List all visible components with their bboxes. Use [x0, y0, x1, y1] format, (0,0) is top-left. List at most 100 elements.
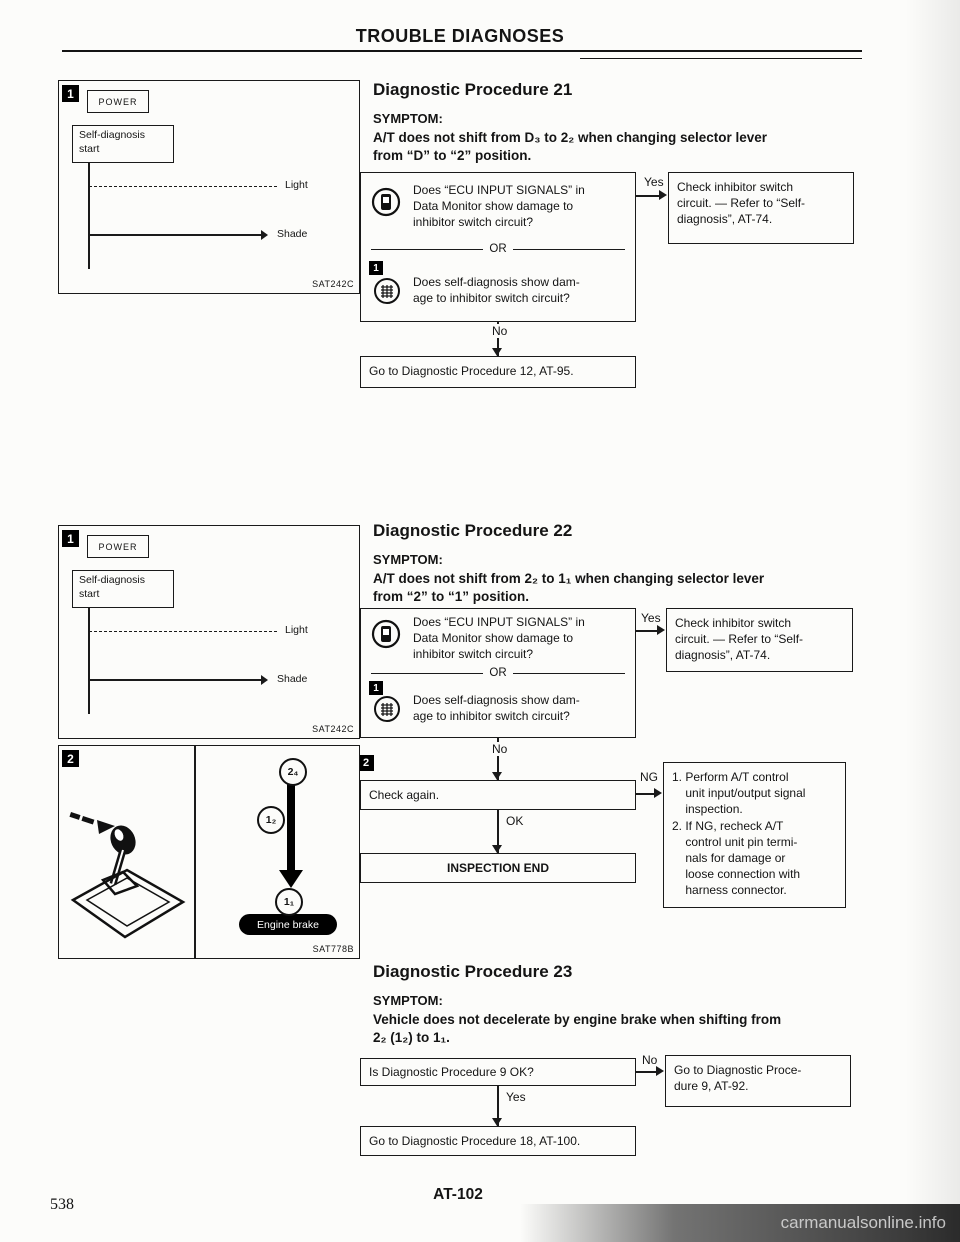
- proc21-title: Diagnostic Procedure 21: [373, 80, 573, 99]
- proc23-yes-arrowhead-icon: [492, 1118, 502, 1126]
- proc22-ng-label: NG: [637, 770, 661, 784]
- shift-lever-figure: 2 2₄ 1₂ 1₁ Engine brake SAT: [58, 745, 360, 959]
- downshift-arrow: [287, 784, 295, 870]
- proc22-ng-arrowhead-icon: [654, 788, 662, 798]
- proc22-question2-text: Does self-diagnosis show dam- age to inh…: [413, 693, 580, 723]
- shade-label: Shade: [277, 228, 308, 240]
- header-rule-2: [580, 58, 862, 59]
- proc22-yes-action-box: Check inhibitor switch circuit. — Refer …: [666, 608, 853, 672]
- data-monitor-icon: [371, 187, 401, 222]
- figure-caption: SAT778B: [312, 944, 354, 954]
- light-signal-line: [89, 186, 277, 187]
- proc21-yes-connector: [636, 195, 661, 197]
- proc21-yes-arrowhead-icon: [659, 190, 667, 200]
- self-diagnosis-figure-top: 1 POWER Self-diagnosis start Light Shade…: [58, 80, 360, 294]
- shade-signal-line: [89, 234, 261, 236]
- gear-2-4-circle: 2₄: [279, 758, 307, 786]
- proc22-yes-label: Yes: [638, 611, 664, 625]
- or-label: OR: [489, 667, 507, 679]
- proc23-question-box: Is Diagnostic Procedure 9 OK?: [360, 1058, 636, 1086]
- page-title: TROUBLE DIAGNOSES: [355, 26, 565, 46]
- proc22-ok-connector: [497, 810, 499, 853]
- or-separator: OR: [371, 667, 625, 679]
- proc23-yes-action-box: Go to Diagnostic Procedure 18, AT-100.: [360, 1126, 636, 1156]
- proc22-yes-arrowhead-icon: [657, 625, 665, 635]
- page-edge-shadow: [905, 0, 960, 1242]
- proc23-symptom-label: SYMPTOM:: [373, 993, 443, 1008]
- proc22-no-connector: [497, 738, 499, 780]
- figure-number-badge: 1: [62, 530, 79, 547]
- step-1-badge: 1: [369, 681, 383, 695]
- light-label: Light: [285, 624, 308, 636]
- gear-1-1-circle: 1₁: [275, 888, 303, 916]
- step-1-badge: 1: [369, 261, 383, 275]
- or-separator: OR: [371, 243, 625, 255]
- page-number: 538: [50, 1196, 74, 1213]
- figure-number-badge: 2: [62, 750, 79, 767]
- light-signal-line: [89, 631, 277, 632]
- proc21-symptom-text: A/T does not shift from D₃ to 2₂ when ch…: [373, 130, 768, 164]
- proc23-no-connector: [636, 1071, 658, 1073]
- self-diagnosis-icon: [373, 695, 401, 728]
- proc23-no-label: No: [639, 1053, 661, 1067]
- self-diagnosis-figure-middle: 1 POWER Self-diagnosis start Light Shade…: [58, 525, 360, 739]
- figure-number-badge: 1: [62, 85, 79, 102]
- proc21-symptom-label: SYMPTOM:: [373, 111, 443, 126]
- proc22-question1-text: Does “ECU INPUT SIGNALS” in Data Monitor…: [413, 615, 585, 661]
- proc22-ng-connector: [636, 793, 656, 795]
- downshift-arrowhead-icon: [279, 870, 303, 888]
- proc22-yes-connector: [636, 630, 659, 632]
- proc21-question1-text: Does “ECU INPUT SIGNALS” in Data Monitor…: [413, 183, 585, 229]
- shift-lever-illustration: [65, 760, 190, 955]
- data-monitor-icon: [371, 619, 401, 654]
- or-line-left: [371, 248, 484, 250]
- proc22-symptom-text: A/T does not shift from 2₂ to 1₁ when ch…: [373, 571, 765, 605]
- proc21-question-box: Does “ECU INPUT SIGNALS” in Data Monitor…: [360, 172, 636, 322]
- proc22-check-again-box: Check again.: [360, 780, 636, 810]
- proc21-question2-text: Does self-diagnosis show dam- age to inh…: [413, 275, 580, 305]
- proc22-symptom-label: SYMPTOM:: [373, 552, 443, 567]
- figure-caption: SAT242C: [312, 279, 354, 289]
- gear-1-2-circle: 1₂: [257, 806, 285, 834]
- shade-label: Shade: [277, 673, 308, 685]
- or-line-right: [512, 672, 625, 674]
- proc21-yes-action-box: Check inhibitor switch circuit. — Refer …: [668, 172, 854, 244]
- proc23-symptom-text: Vehicle does not decelerate by engine br…: [373, 1012, 782, 1046]
- proc22-no-arrowhead-icon: [492, 772, 502, 780]
- shade-arrowhead-icon: [261, 675, 268, 685]
- step-2-badge: 2: [358, 755, 374, 771]
- shade-signal-line: [89, 679, 261, 681]
- self-diagnosis-start-box: Self-diagnosis start: [72, 570, 174, 608]
- proc23-yes-connector: [497, 1086, 499, 1126]
- figure-caption: SAT242C: [312, 724, 354, 734]
- or-label: OR: [489, 243, 507, 255]
- timing-axis-line: [88, 163, 90, 269]
- proc22-question-box: Does “ECU INPUT SIGNALS” in Data Monitor…: [360, 608, 636, 738]
- proc23-no-arrowhead-icon: [656, 1066, 664, 1076]
- proc22-ng-action-box: 1. Perform A/T control unit input/output…: [663, 762, 846, 908]
- proc23-title: Diagnostic Procedure 23: [373, 962, 573, 981]
- power-indicator: POWER: [87, 535, 149, 558]
- light-label: Light: [285, 179, 308, 191]
- power-indicator: POWER: [87, 90, 149, 113]
- header-rule: [62, 50, 862, 52]
- timing-axis-line: [88, 608, 90, 714]
- watermark: carmanualsonline.info: [520, 1204, 960, 1242]
- proc21-no-action-box: Go to Diagnostic Procedure 12, AT-95.: [360, 356, 636, 388]
- shade-arrowhead-icon: [261, 230, 268, 240]
- proc23-no-action-box: Go to Diagnostic Proce- dure 9, AT-92.: [665, 1055, 851, 1107]
- page-code: AT-102: [433, 1186, 483, 1203]
- proc23-yes-label: Yes: [503, 1090, 529, 1104]
- or-line-left: [371, 672, 484, 674]
- proc22-title: Diagnostic Procedure 22: [373, 521, 573, 540]
- self-diagnosis-icon: [373, 277, 401, 310]
- proc21-no-connector: [497, 322, 499, 356]
- proc22-no-label: No: [489, 742, 511, 756]
- proc22-ok-label: OK: [503, 814, 527, 828]
- or-line-right: [512, 248, 625, 250]
- self-diagnosis-start-box: Self-diagnosis start: [72, 125, 174, 163]
- engine-brake-badge: Engine brake: [239, 914, 337, 935]
- proc21-no-arrowhead-icon: [492, 348, 502, 356]
- figure-divider: [194, 746, 196, 958]
